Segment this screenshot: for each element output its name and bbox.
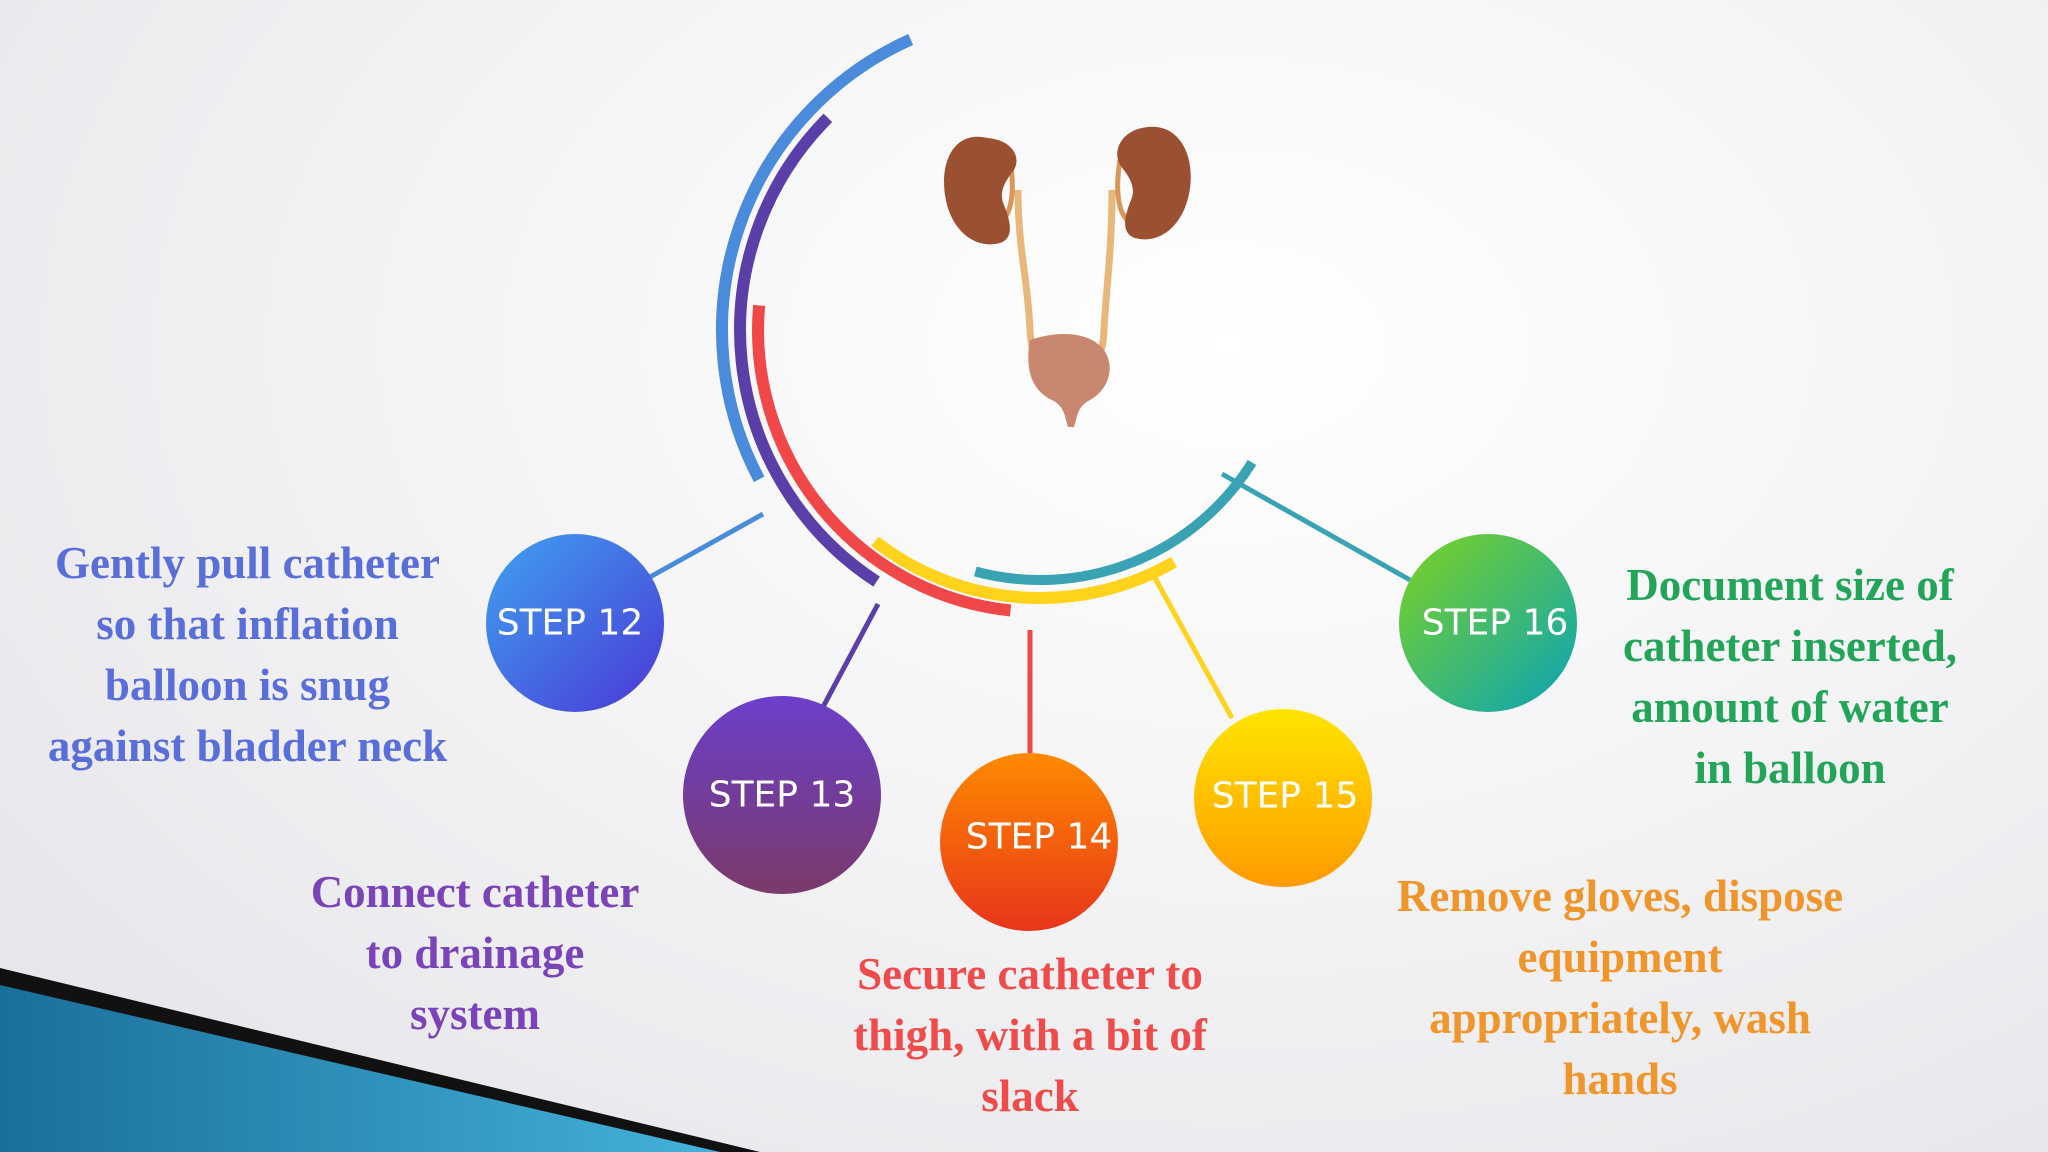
step-13-line: to drainage: [365, 928, 585, 978]
process-arcs: [716, 34, 1257, 617]
arc-blue: [716, 34, 914, 483]
step-14-line: Secure catheter to: [857, 949, 1203, 999]
step-16-line: amount of water: [1631, 682, 1949, 732]
left-kidney: [944, 136, 1017, 245]
step-12-description: Gently pull catheter so that inflation b…: [10, 533, 485, 777]
arc-purple: [734, 113, 880, 587]
arc-yellow: [871, 536, 1177, 604]
step-13-description: Connect catheter to drainage system: [255, 862, 695, 1045]
step-14-description: Secure catheter to thigh, with a bit of …: [795, 944, 1265, 1127]
step-16-node: STEP 16: [1399, 534, 1577, 712]
step-14-circle: [940, 753, 1118, 931]
step-16-description: Document size of catheter inserted, amou…: [1570, 555, 2010, 799]
step-15-node: STEP 15: [1194, 709, 1372, 887]
step-16-line: in balloon: [1694, 743, 1886, 793]
step-14-label: STEP 14: [966, 817, 1113, 858]
connector-step-16: [1220, 471, 1412, 583]
arc-red: [752, 304, 1012, 617]
slide-corner-decoration: [0, 968, 760, 1152]
step-15-description: Remove gloves, dispose equipment appropr…: [1345, 866, 1895, 1110]
step-13-circle: [683, 696, 881, 894]
step-15-line: equipment: [1517, 932, 1723, 982]
step-14-node: STEP 14: [940, 753, 1118, 931]
step-15-line: appropriately, wash: [1429, 993, 1811, 1043]
arc-teal: [974, 459, 1257, 586]
step-16-label: STEP 16: [1422, 603, 1569, 644]
step-14-line: thigh, with a bit of: [853, 1010, 1207, 1060]
step-16-circle: [1399, 534, 1577, 712]
connector-step-13: [812, 602, 881, 724]
right-kidney: [1117, 126, 1191, 240]
step-12-circle: [486, 534, 664, 712]
step-16-line: Document size of: [1626, 560, 1954, 610]
step-16-line: catheter inserted,: [1622, 621, 1958, 671]
bladder: [1028, 334, 1110, 427]
step-15-label: STEP 15: [1212, 776, 1359, 817]
step-12-line: balloon is snug: [104, 660, 391, 710]
step-15-circle: [1194, 709, 1372, 887]
step-12-line: Gently pull catheter: [55, 538, 440, 588]
step-13-node: STEP 13: [683, 696, 881, 894]
connectors: [648, 471, 1412, 758]
step-13-line: system: [410, 989, 540, 1039]
step-13-label: STEP 13: [709, 775, 856, 816]
step-13-line: Connect catheter: [310, 867, 640, 917]
connector-step-15: [1152, 576, 1235, 720]
connector-step-12: [648, 511, 765, 580]
step-12-line: so that inflation: [96, 599, 399, 649]
step-15-line: hands: [1562, 1054, 1678, 1104]
step-12-label: STEP 12: [497, 603, 644, 644]
step-12-line: against bladder neck: [47, 721, 448, 771]
step-12-node: STEP 12: [486, 534, 664, 712]
step-14-line: slack: [981, 1071, 1079, 1121]
step-15-line: Remove gloves, dispose: [1396, 871, 1844, 921]
kidneys-ureters-bladder-icon: [944, 126, 1191, 427]
step-nodes: STEP 12 STEP 13 STEP 14 STEP 15 STEP 16: [486, 534, 1577, 931]
